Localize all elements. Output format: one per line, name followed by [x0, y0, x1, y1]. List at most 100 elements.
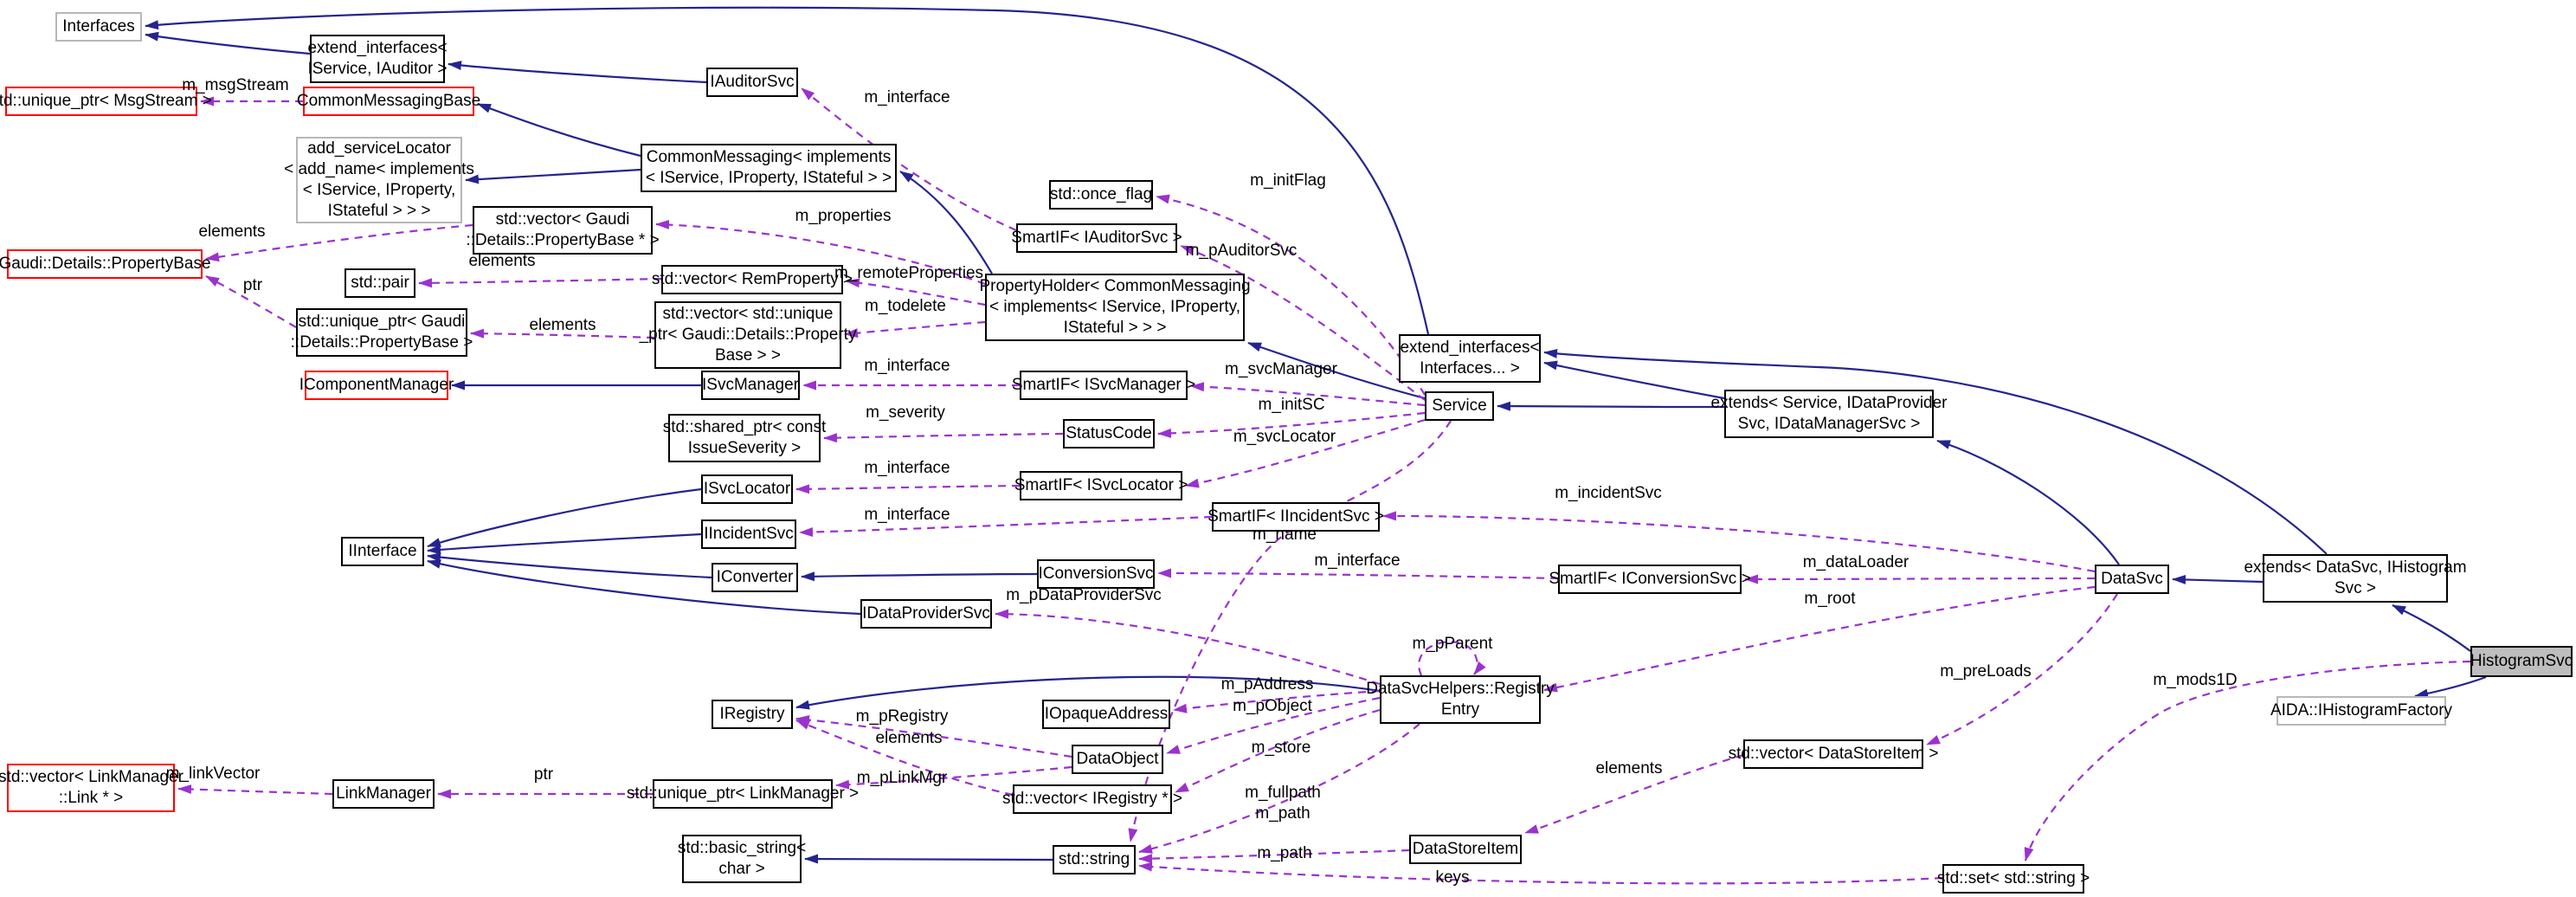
- node-smartif-isvcmanager[interactable]: SmartIF< ISvcManager >: [1012, 371, 1195, 400]
- edge-label-keys: keys: [1435, 868, 1470, 887]
- edge-registryentry-to-idataprovidersvc: [995, 609, 1381, 686]
- edge-vec-propertybase-ptr-to-gaudi-propertybase: [205, 223, 473, 262]
- edge-service-to-smartif-isvclocator: [1185, 418, 1426, 488]
- node-smartif-iincidentsvc[interactable]: SmartIF< IIncidentSvc >: [1208, 502, 1384, 532]
- node-statuscode[interactable]: StatusCode: [1063, 419, 1155, 448]
- node-commonmessaging-label: < IService, IProperty, IStateful > >: [645, 169, 892, 187]
- node-propertyholder[interactable]: PropertyHolder< CommonMessaging < impleme…: [979, 274, 1251, 341]
- node-gaudi-propertybase-label: Gaudi::Details::PropertyBase: [0, 255, 211, 273]
- node-isvclocator[interactable]: ISvcLocator: [701, 474, 793, 504]
- node-iopaqueaddress[interactable]: IOpaqueAddress: [1042, 700, 1170, 729]
- node-extends-datasvc-label: Svc >: [2334, 579, 2377, 597]
- edge-service-to-std-string: [1128, 420, 1452, 842]
- node-datasvc[interactable]: DataSvc: [2095, 565, 2169, 594]
- edge-label-m_todelete: m_todelete: [864, 297, 947, 315]
- edge-commonmessaging-to-add-servicelocator: [465, 168, 641, 184]
- node-add-servicelocator-label: < add_name< implements: [284, 160, 474, 178]
- edge-label-m_msgStream: m_msgStream: [182, 76, 289, 94]
- edge-datasvc-to-vec-datastoreitem: [1926, 593, 2118, 746]
- node-iinterface[interactable]: IInterface: [341, 537, 424, 566]
- node-smartif-iauditorsvc[interactable]: SmartIF< IAuditorSvc >: [1011, 223, 1182, 253]
- node-isvclocator-label: ISvcLocator: [703, 480, 791, 498]
- node-registryentry-label: DataSvcHelpers::Registry: [1366, 680, 1555, 698]
- edge-extends-datasvc-to-datasvc: [2172, 574, 2264, 584]
- node-smartif-isvclocator[interactable]: SmartIF< ISvcLocator >: [1014, 471, 1188, 500]
- node-smartif-iincidentsvc-label: SmartIF< IIncidentSvc >: [1208, 507, 1384, 526]
- node-uptr-linkmanager[interactable]: std::unique_ptr< LinkManager >: [627, 779, 859, 809]
- node-uptr-propertybase[interactable]: std::unique_ptr< Gaudi::Details::Propert…: [291, 308, 473, 357]
- node-idataprovidersvc[interactable]: IDataProviderSvc: [860, 599, 992, 629]
- node-uptr-msgstream[interactable]: std::unique_ptr< MsgStream >: [0, 87, 212, 116]
- node-histogramsvc[interactable]: HistogramSvc: [2470, 646, 2573, 677]
- edge-service-to-smartif-iauditorsvc: [1180, 244, 1426, 401]
- edge-label-m_pParent: m_pParent: [1412, 635, 1493, 653]
- edge-label-m_interface: m_interface: [864, 506, 950, 524]
- node-add-servicelocator-label: add_serviceLocator: [307, 139, 451, 158]
- node-ei-iservice-iauditor[interactable]: extend_interfaces<IService, IAuditor >: [307, 35, 448, 83]
- node-interfaces[interactable]: Interfaces: [55, 12, 142, 42]
- node-vec-datastoreitem[interactable]: std::vector< DataStoreItem >: [1729, 739, 1938, 769]
- node-linkmanager-label: LinkManager: [336, 784, 431, 803]
- node-iauditorsvc[interactable]: IAuditorSvc: [706, 68, 798, 97]
- node-iregistry[interactable]: IRegistry: [712, 700, 793, 729]
- node-propertyholder-label: < implements< IService, IProperty,: [989, 298, 1241, 316]
- node-linkmanager[interactable]: LinkManager: [332, 779, 435, 809]
- node-vec-iregistry-label: std::vector< IRegistry * >: [1001, 790, 1183, 808]
- node-add-servicelocator[interactable]: add_serviceLocator < add_name< implements…: [284, 137, 474, 223]
- node-propertyholder-label: PropertyHolder< CommonMessaging: [979, 277, 1251, 295]
- node-iconversionsvc[interactable]: IConversionSvc: [1037, 559, 1155, 589]
- node-once-flag[interactable]: std::once_flag: [1049, 180, 1153, 210]
- node-std-set[interactable]: std::set< std::string >: [1937, 864, 2090, 894]
- node-icomponentmanager-label: IComponentManager: [299, 376, 454, 394]
- node-commonmessagingbase[interactable]: CommonMessagingBase: [297, 87, 480, 116]
- node-commonmessaging[interactable]: CommonMessaging< implements< IService, I…: [641, 144, 897, 192]
- node-vec-iregistry[interactable]: std::vector< IRegistry * >: [1002, 784, 1182, 814]
- node-ei-interfaces[interactable]: extend_interfaces<Interfaces... >: [1399, 334, 1541, 383]
- edge-label-elements: elements: [1595, 759, 1663, 778]
- node-iincidentsvc[interactable]: IIncidentSvc: [701, 519, 796, 549]
- edge-label-m_svcManager: m_svcManager: [1225, 360, 1337, 378]
- edge-label-m_path: m_path: [1257, 844, 1312, 862]
- node-aida-ihistogramfactory[interactable]: AIDA::IHistogramFactory: [2270, 696, 2452, 726]
- node-vec-uptr-propertybase[interactable]: std::vector< std::unique_ptr< Gaudi::Det…: [640, 301, 856, 369]
- node-gaudi-propertybase[interactable]: Gaudi::Details::PropertyBase: [0, 249, 211, 279]
- node-icomponentmanager[interactable]: IComponentManager: [299, 371, 454, 400]
- node-smartif-iconversionsvc[interactable]: SmartIF< IConversionSvc >: [1549, 565, 1751, 594]
- edge-iincidentsvc-to-iinterface: [427, 532, 702, 555]
- node-vec-remproperty[interactable]: std::vector< RemProperty >: [652, 265, 853, 294]
- edge-label-m_properties: m_properties: [795, 207, 892, 225]
- node-vec-uptr-propertybase-label: std::vector< std::unique: [662, 305, 834, 323]
- edge-label-m_dataLoader: m_dataLoader: [1802, 553, 1909, 571]
- node-std-string[interactable]: std::string: [1053, 845, 1136, 874]
- node-basic-string-label: char >: [718, 860, 765, 878]
- edge-dataobject-to-uptr-linkmanager: [835, 765, 1072, 790]
- node-basic-string[interactable]: std::basic_string<char >: [678, 835, 806, 883]
- node-datastoreitem[interactable]: DataStoreItem: [1409, 835, 1522, 864]
- node-service[interactable]: Service: [1425, 391, 1494, 421]
- node-dataobject[interactable]: DataObject: [1072, 745, 1163, 774]
- node-vec-uptr-propertybase-label: _ptr< Gaudi::Details::Property: [639, 326, 857, 344]
- node-std-pair-label: std::pair: [351, 274, 409, 292]
- edge-label-m_interface: m_interface: [864, 459, 950, 477]
- edge-service-to-statuscode: [1157, 411, 1426, 438]
- node-std-pair[interactable]: std::pair: [345, 268, 415, 298]
- node-isvcmanager[interactable]: ISvcManager: [701, 371, 800, 400]
- edge-propertyholder-to-vec-uptr-propertybase: [844, 320, 986, 339]
- node-extends-datasvc-label: extends< DataSvc, IHistogram: [2244, 558, 2467, 577]
- node-sptr-issueseverity-label: std::shared_ptr< const: [662, 418, 827, 436]
- node-uptr-propertybase-label: ::Details::PropertyBase >: [290, 333, 473, 352]
- node-vec-link[interactable]: std::vector< LinkManager::Link * >: [0, 764, 184, 812]
- edge-label-m_pObject: m_pObject: [1233, 697, 1312, 715]
- node-sptr-issueseverity-label: IssueSeverity >: [687, 439, 802, 457]
- edge-label-m_mods1D: m_mods1D: [2153, 671, 2238, 689]
- node-smartif-isvcmanager-label: SmartIF< ISvcManager >: [1011, 376, 1196, 394]
- edge-label-m_severity: m_severity: [866, 403, 945, 422]
- node-vec-propertybase-ptr[interactable]: std::vector< Gaudi::Details::PropertyBas…: [466, 206, 660, 255]
- node-iconverter[interactable]: IConverter: [712, 563, 798, 592]
- edge-std-set-to-std-string: [1138, 862, 1943, 885]
